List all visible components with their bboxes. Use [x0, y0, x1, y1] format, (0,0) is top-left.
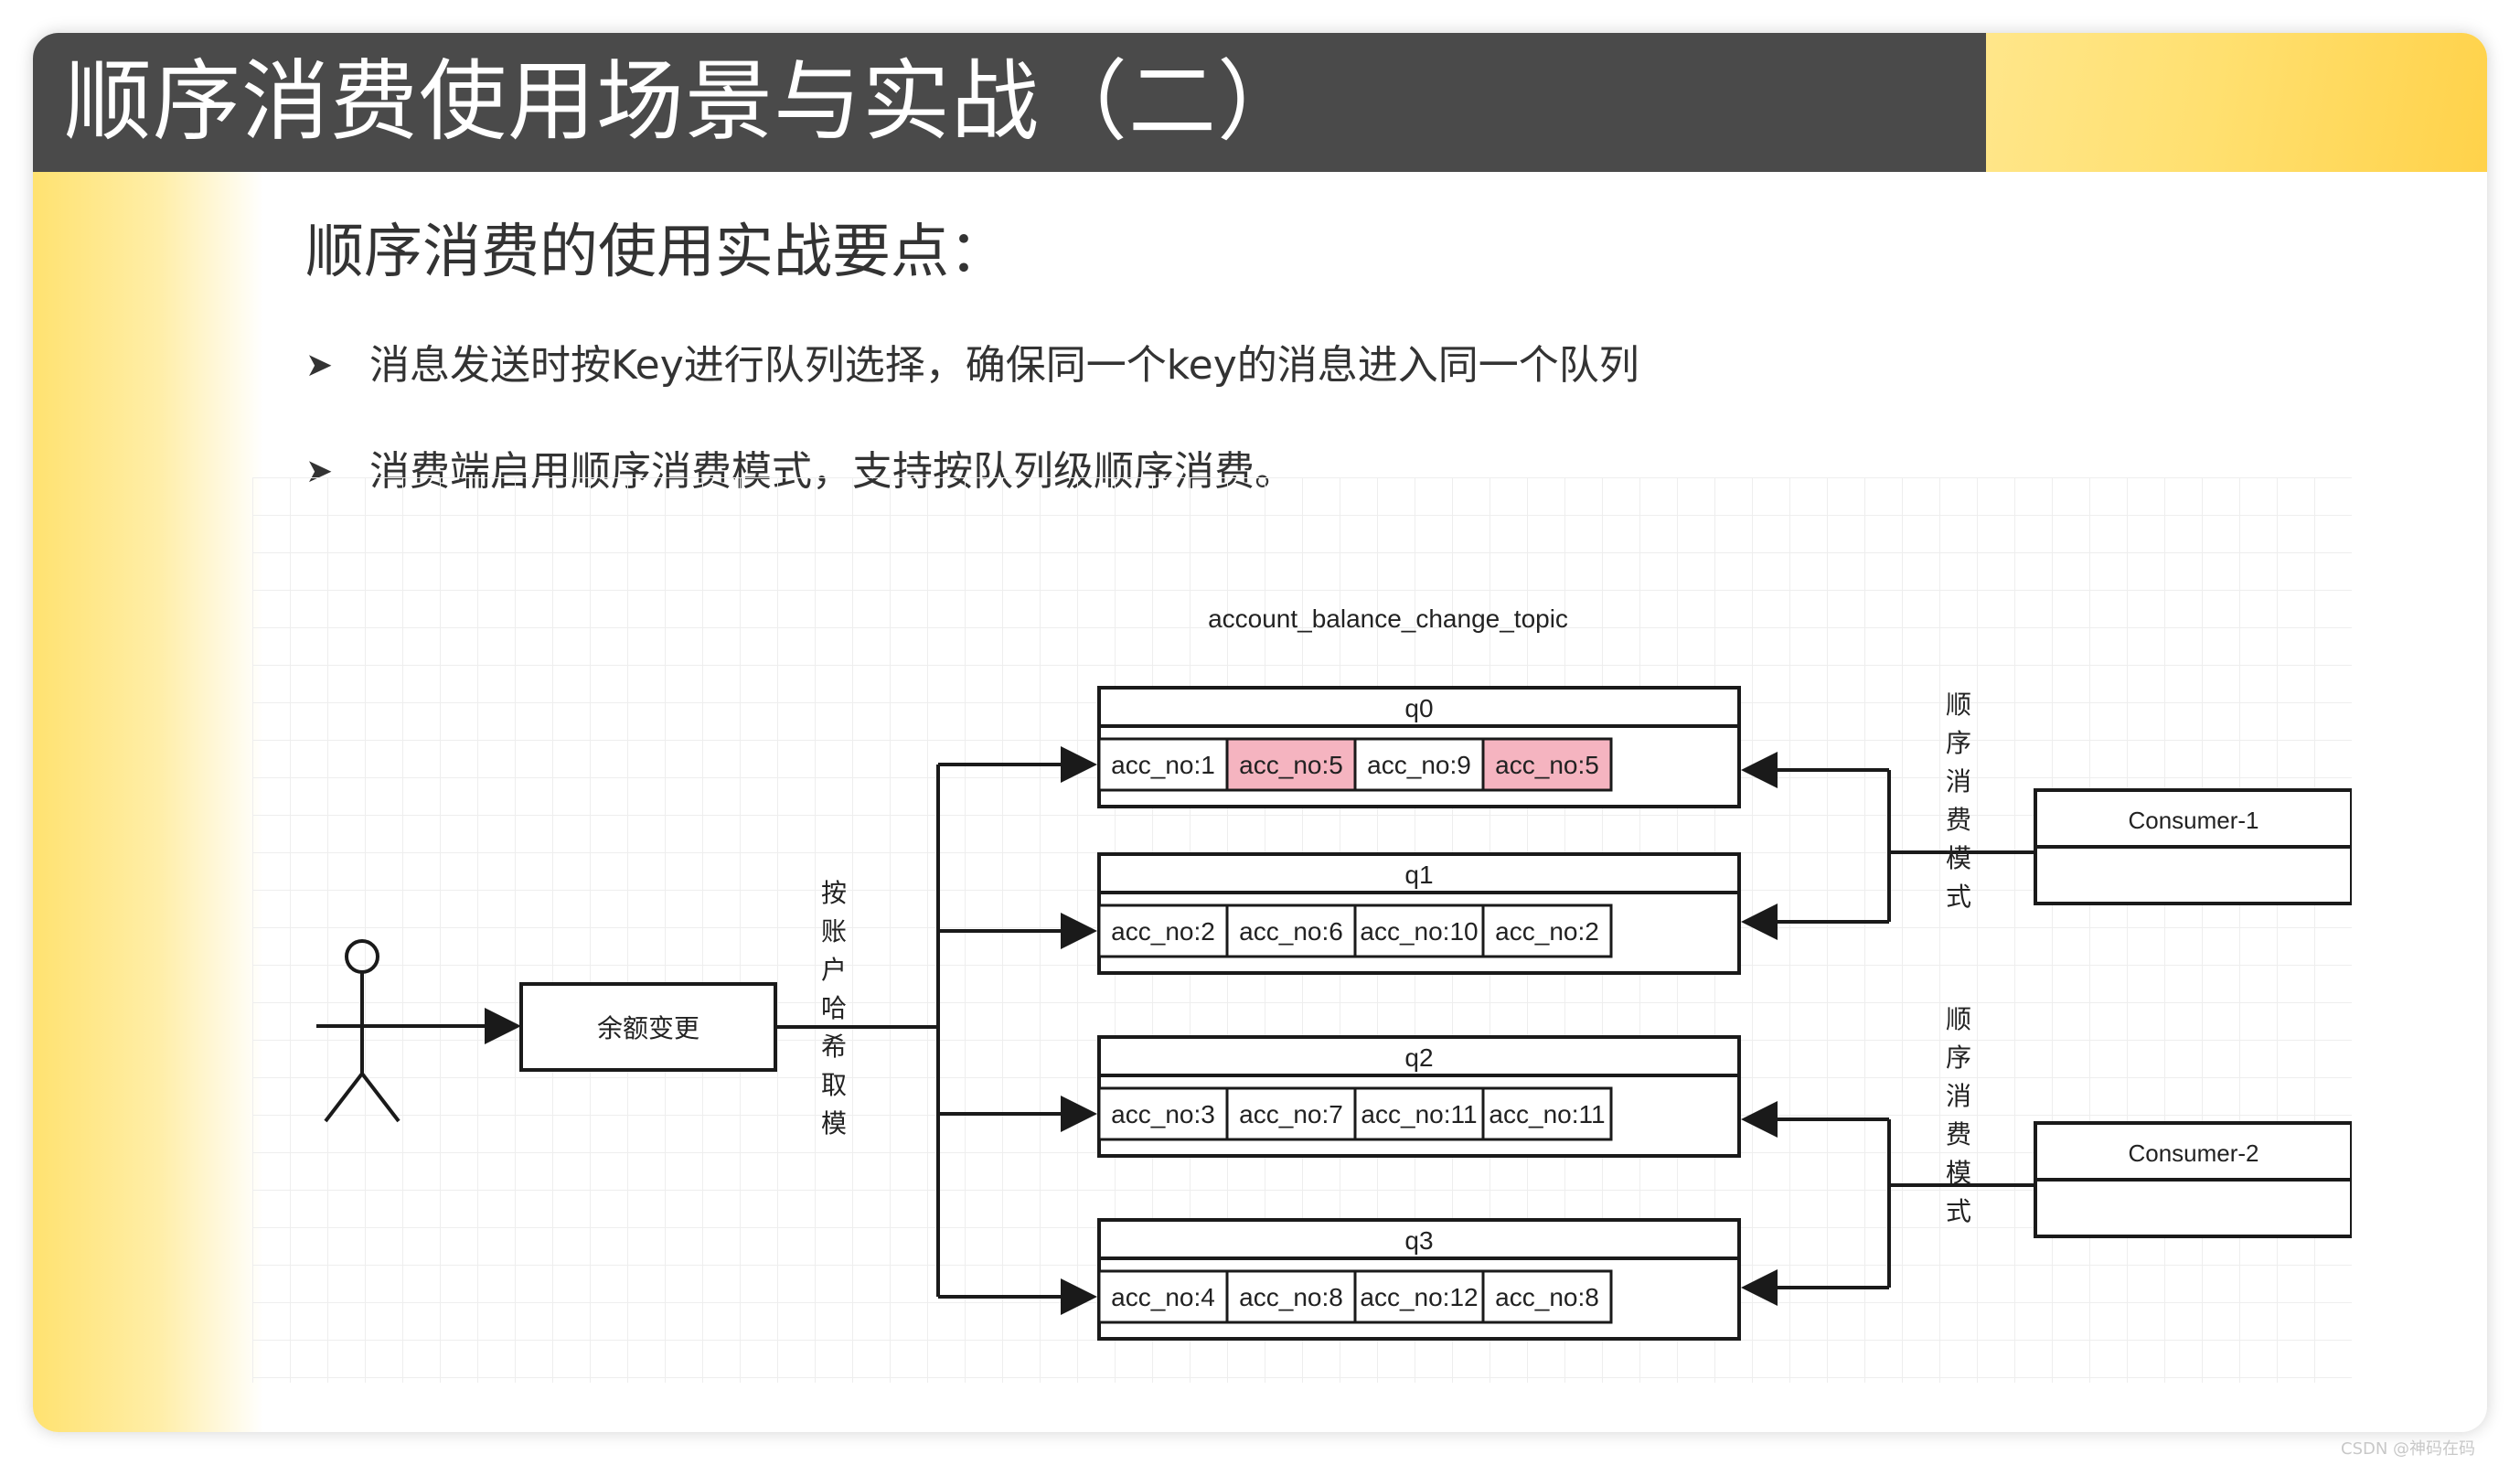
- slide-title: 顺序消费使用场景与实战（二）: [64, 50, 1306, 153]
- arrowhead-bullet-icon: ➤: [305, 347, 334, 384]
- consume-mode-label-char: 消: [1946, 766, 1971, 797]
- queue-message-cell: [1481, 1269, 1613, 1324]
- consume-mode-label-char: 序: [1946, 728, 1971, 758]
- queue-message-cell: [1225, 1269, 1357, 1324]
- message-key-label: acc_no:4: [1111, 1283, 1215, 1311]
- actor-leg-right: [360, 1072, 400, 1123]
- queue-name: q3: [1404, 1226, 1433, 1255]
- consume-mode-label-char: 费: [1946, 1119, 1971, 1150]
- queue-message-cell: [1481, 904, 1613, 958]
- queue-message-cell: [1481, 737, 1613, 792]
- section-heading: 顺序消费的使用实战要点：: [305, 219, 1008, 286]
- message-key-label: acc_no:7: [1239, 1100, 1343, 1128]
- message-key-label: acc_no:3: [1111, 1100, 1215, 1128]
- consumer-name: Consumer-2: [2128, 1139, 2258, 1167]
- routing-label-char: 希: [821, 1032, 847, 1062]
- queue-message-cell: [1097, 1269, 1229, 1324]
- watermark: CSDN @神码在码: [2341, 1439, 2476, 1459]
- consume-mode-label-char: 模: [1946, 1158, 1971, 1188]
- routing-label-char: 户: [821, 955, 847, 985]
- queue-message-cell: [1225, 1086, 1357, 1141]
- ordered-consumption-diagram: account_balance_change_topic余额变更按账户哈希取模q…: [252, 477, 2352, 1383]
- topic-label: account_balance_change_topic: [1208, 604, 1568, 633]
- consume-mode-label-char: 费: [1946, 805, 1971, 835]
- queue-name: q2: [1404, 1043, 1433, 1072]
- message-key-label: acc_no:2: [1495, 917, 1599, 946]
- routing-label-char: 取: [821, 1070, 847, 1100]
- routing-label-char: 哈: [821, 993, 847, 1023]
- bullet-text-1: 消息发送时按Key进行队列选择，确保同一个key的消息进入同一个队列: [369, 342, 1639, 389]
- queue-name: q0: [1404, 694, 1433, 722]
- message-key-label: acc_no:5: [1239, 751, 1343, 779]
- consume-mode-label-char: 顺: [1946, 690, 1971, 720]
- message-key-label: acc_no:11: [1361, 1100, 1477, 1128]
- consumer-name: Consumer-1: [2128, 807, 2258, 834]
- message-key-label: acc_no:10: [1360, 917, 1478, 946]
- message-key-label: acc_no:2: [1111, 917, 1215, 946]
- queue-message-cell: [1225, 737, 1357, 792]
- queue-message-cell: [1353, 1269, 1485, 1324]
- message-key-label: acc_no:8: [1495, 1283, 1599, 1311]
- consume-mode-label-char: 消: [1946, 1081, 1971, 1111]
- consume-mode-label-char: 式: [1946, 882, 1971, 912]
- title-corner-decoration: [1986, 33, 2487, 172]
- message-key-label: acc_no:6: [1239, 917, 1343, 946]
- consume-mode-label-char: 顺: [1946, 1004, 1971, 1034]
- consume-mode-label-char: 式: [1946, 1196, 1971, 1226]
- message-key-label: acc_no:11: [1489, 1100, 1605, 1128]
- consume-mode-label-char: 序: [1946, 1043, 1971, 1073]
- message-key-label: acc_no:5: [1495, 751, 1599, 779]
- queue-message-cell: [1353, 904, 1485, 958]
- routing-label-char: 账: [821, 916, 847, 946]
- message-key-label: acc_no:12: [1360, 1283, 1478, 1311]
- actor-leg-left: [324, 1072, 364, 1123]
- title-bar: 顺序消费使用场景与实战（二）: [33, 33, 1986, 172]
- message-key-label: acc_no:8: [1239, 1283, 1343, 1311]
- queue-message-cell: [1353, 1086, 1485, 1141]
- queue-message-cell: [1481, 1086, 1613, 1141]
- routing-label-char: 按: [821, 878, 847, 908]
- left-decoration-strip: [33, 172, 263, 1432]
- queue-message-cell: [1097, 737, 1229, 792]
- bullet-item-1: ➤ 消息发送时按Key进行队列选择，确保同一个key的消息进入同一个队列: [305, 340, 1639, 391]
- producer-label: 余额变更: [597, 1013, 699, 1043]
- consume-mode-label-char: 模: [1946, 843, 1971, 873]
- routing-label-char: 模: [821, 1108, 847, 1139]
- message-key-label: acc_no:1: [1111, 751, 1215, 779]
- queue-name: q1: [1404, 861, 1433, 889]
- message-key-label: acc_no:9: [1367, 751, 1471, 779]
